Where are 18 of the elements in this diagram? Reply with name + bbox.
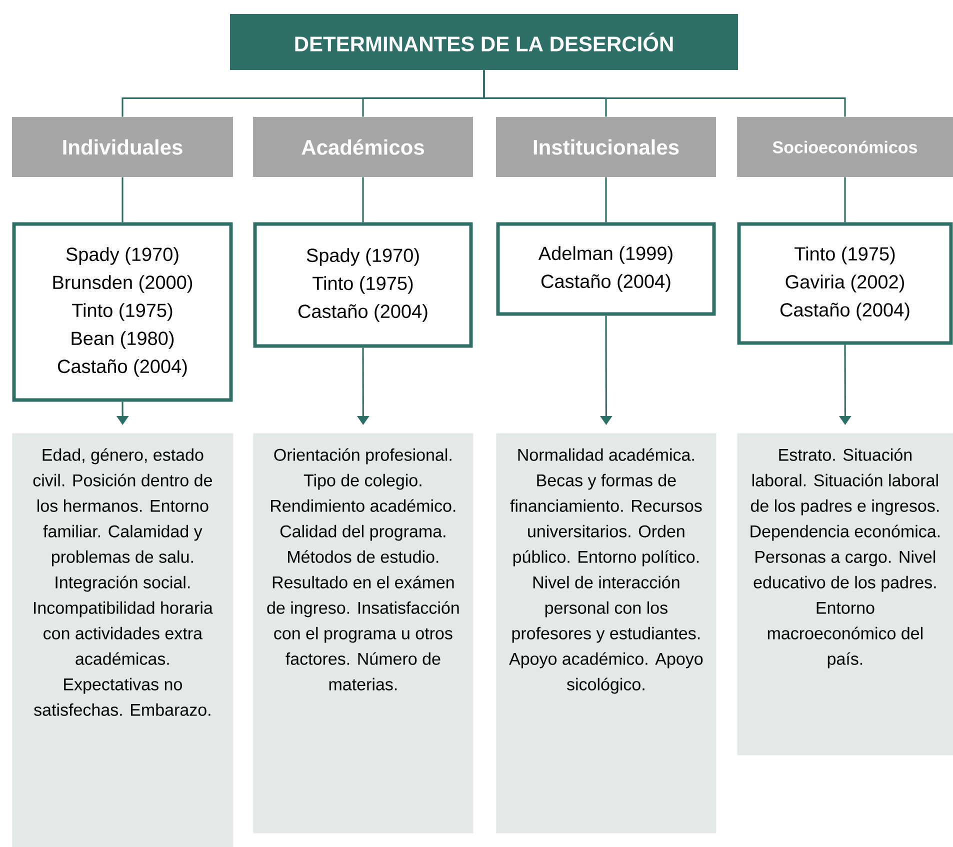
category-box: Individuales — [12, 117, 233, 177]
reference-box: Spady (1970) Tinto (1975) Castaño (2004) — [253, 222, 473, 348]
connector-line — [483, 70, 846, 117]
reference-box: Spady (1970) Brunsden (2000) Tinto (1975) Bean (1980) Castaño (2004) — [12, 222, 233, 402]
category-box: Académicos — [253, 117, 473, 177]
connector-line — [844, 177, 846, 222]
category-box: Socioeconómicos — [737, 117, 953, 177]
connector-line — [122, 177, 124, 222]
description-box: Normalidad académica. Becas y formas de financiamiento. Recursos universitarios. Orden público. Entorno político. Nivel de interacción personal con los profesores y estudiantes. Apoyo académico. Apoyo sicológico. — [496, 433, 716, 834]
reference-box: Tinto (1975) Gaviria (2002) Castaño (2004) — [737, 222, 953, 345]
title-box: DETERMINANTES DE LA DESERCIÓN — [230, 14, 738, 70]
connector-line — [362, 177, 364, 222]
reference-box: Adelman (1999) Castaño (2004) — [496, 222, 716, 316]
description-box: Edad, género, estado civil. Posición dentro de los hermanos. Entorno familiar. Calamidad y problemas de salu. Integración social. Incompatibilidad horaria con actividades extra académicas. Expectativas no satisfechas. Embarazo. — [12, 433, 234, 847]
description-box: Estrato. Situación laboral. Situación laboral de los padres e ingresos. Dependencia económica. Personas a cargo. Nivel educativo de los padres. Entorno macroeconómico del país. — [737, 433, 953, 756]
description-box: Orientación profesional. Tipo de colegio. Rendimiento académico. Calidad del programa. Métodos de estudio. Resultado en el exámen de ingreso. Insatisfacción con el programa u otros factores. Número de materias. — [253, 433, 474, 834]
category-box: Institucionales — [496, 117, 716, 177]
connector-line — [605, 177, 607, 222]
